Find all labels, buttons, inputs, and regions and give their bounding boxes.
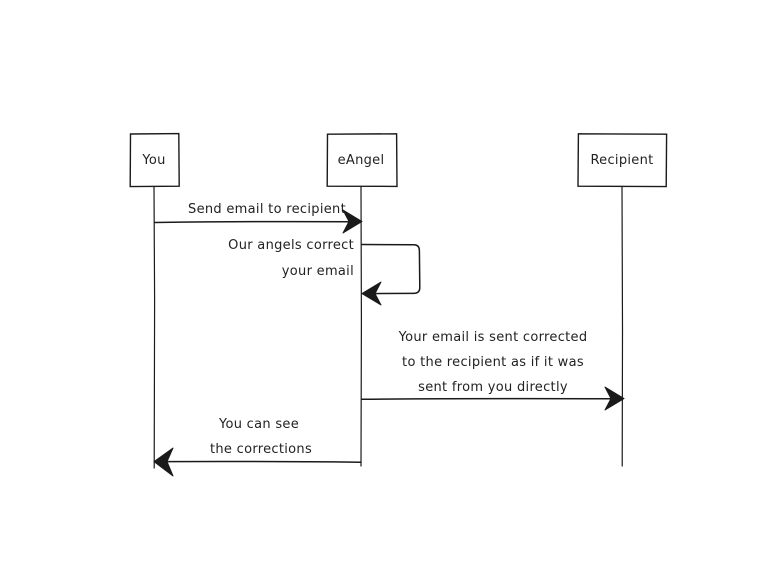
participant-box [326, 133, 398, 188]
message-arrow-line [154, 220, 353, 224]
arrowhead-icon [361, 281, 382, 306]
message-label: Send email to recipient [188, 202, 346, 217]
lifeline-recipient [621, 185, 624, 467]
arrowhead-icon [342, 209, 363, 234]
participant-you: You [129, 132, 180, 188]
message-arrow-line [165, 460, 362, 463]
participant-label: eAngel [338, 153, 385, 168]
message-see-corrections: You can see the corrections [153, 417, 362, 477]
message-sent-corrected: Your email is sent corrected to the reci… [361, 330, 625, 411]
participant-label: Recipient [590, 153, 653, 168]
arrowhead-icon [604, 386, 625, 411]
message-label: You can see [218, 417, 299, 432]
participant-recipient: Recipient [577, 133, 668, 188]
arrowhead-icon [153, 447, 174, 477]
message-label: to the recipient as if it was [402, 355, 584, 370]
participant-label: You [141, 153, 165, 168]
participant-box [129, 132, 180, 188]
message-arrow-line [361, 397, 613, 400]
message-label: your email [282, 264, 354, 279]
participant-eangel: eAngel [326, 133, 398, 188]
message-send-email: Send email to recipient [154, 202, 363, 234]
participant-box [577, 133, 668, 188]
message-label: Your email is sent corrected [398, 330, 588, 345]
message-label: sent from you directly [418, 380, 568, 395]
lifeline-you [153, 185, 156, 469]
message-self-correct: Our angels correct your email [228, 238, 421, 306]
message-label: Our angels correct [228, 238, 354, 253]
message-label: the corrections [210, 442, 312, 457]
message-arrow-line [361, 243, 421, 295]
